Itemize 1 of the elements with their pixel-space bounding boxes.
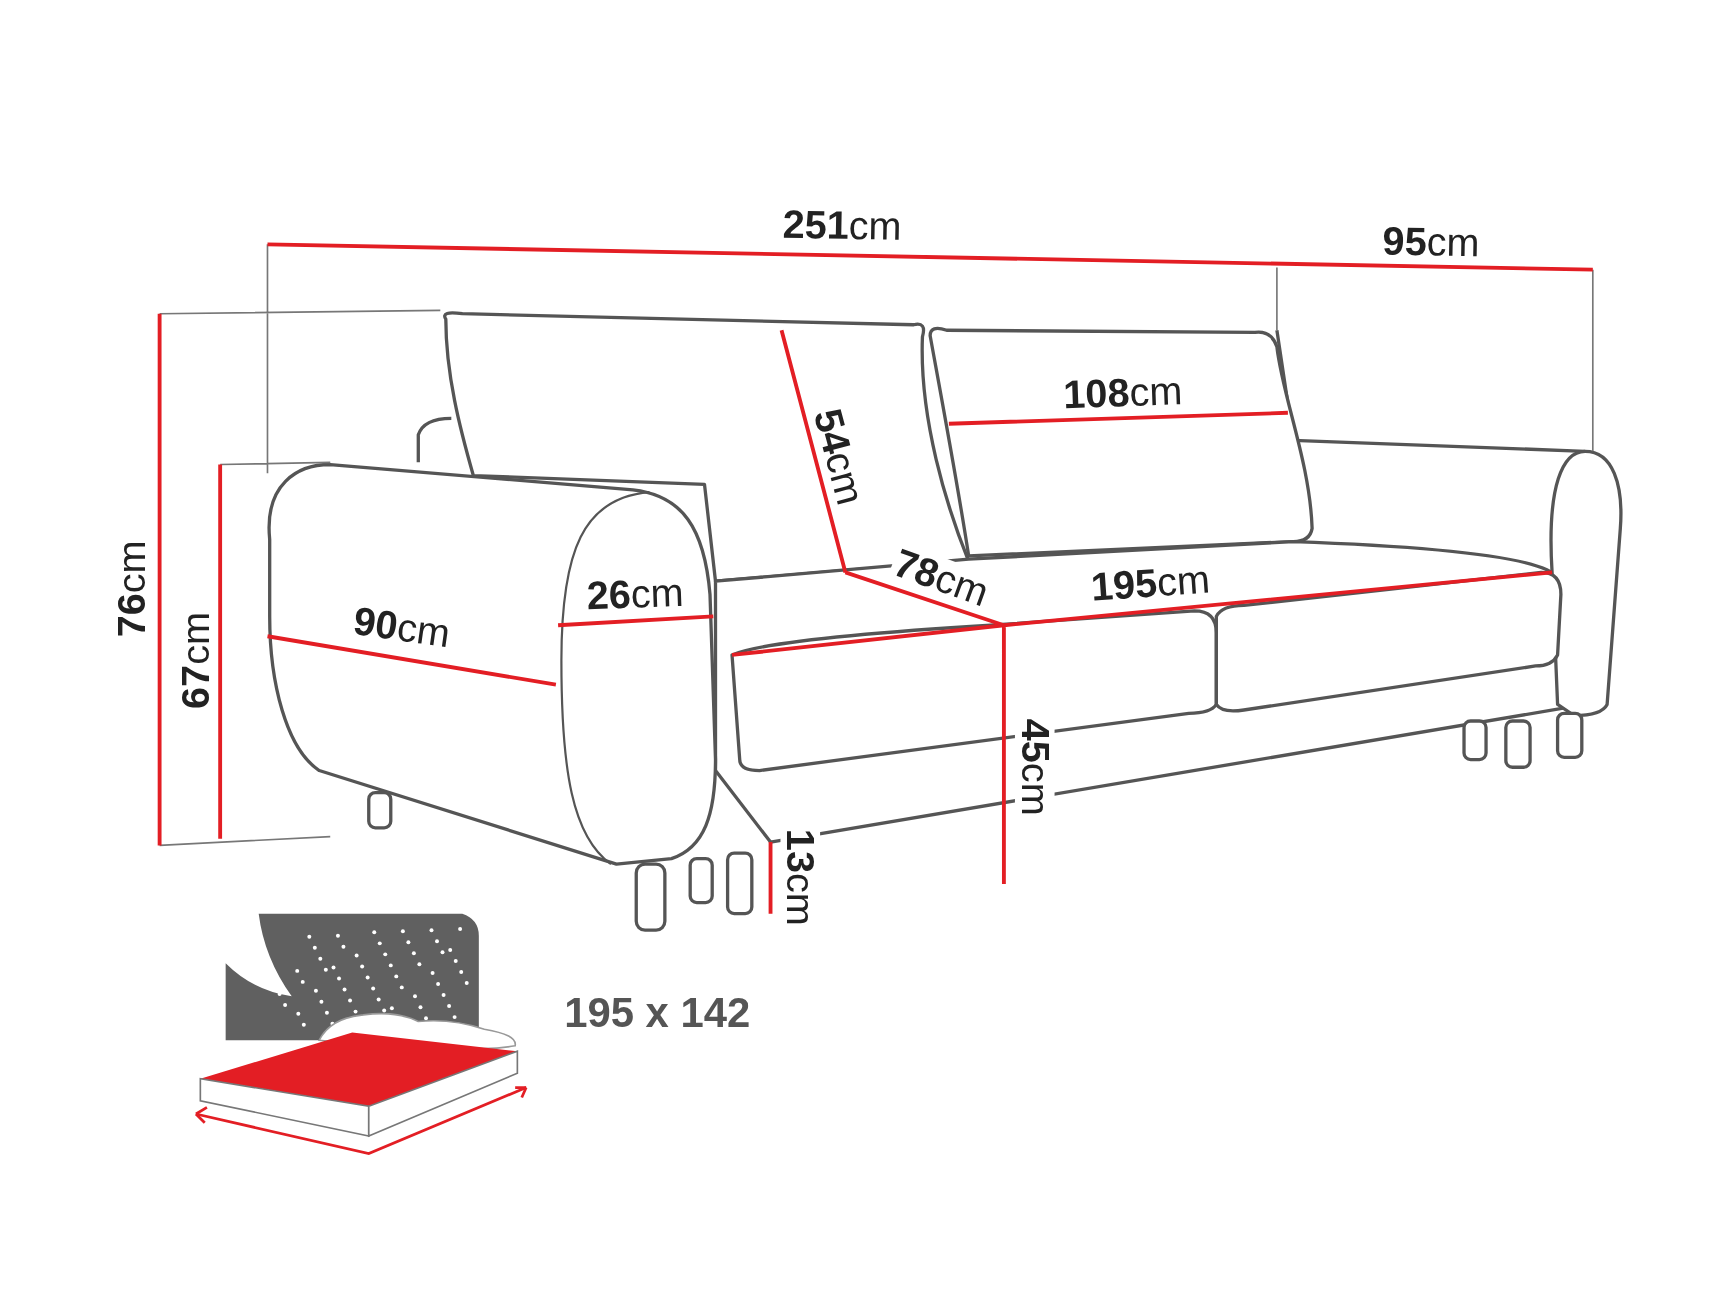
- bed-size-label: 195 x 142: [563, 991, 752, 1034]
